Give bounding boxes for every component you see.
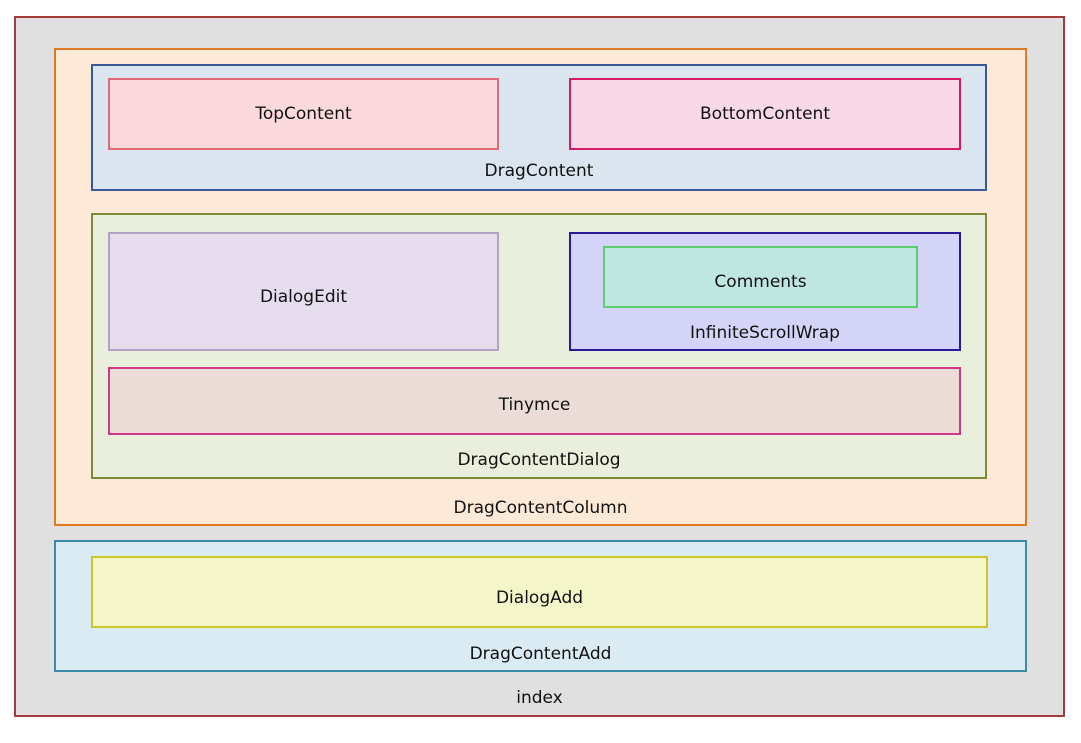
drag-content-column-label: DragContentColumn <box>453 498 628 518</box>
dialog-add-label: DialogAdd <box>495 588 584 608</box>
drag-content-label: DragContent <box>484 161 594 181</box>
dialog-edit-label: DialogEdit <box>259 287 348 307</box>
drag-content-dialog-label: DragContentDialog <box>457 450 621 470</box>
dialog-add-box: DialogAdd <box>91 556 988 628</box>
dialog-edit-box: DialogEdit <box>108 232 499 351</box>
top-content-box: TopContent <box>108 78 499 150</box>
bottom-content-box: BottomContent <box>569 78 961 150</box>
tinymce-label: Tinymce <box>498 395 571 415</box>
comments-box: Comments <box>603 246 918 308</box>
bottom-content-label: BottomContent <box>700 104 830 124</box>
top-content-label: TopContent <box>255 104 352 124</box>
index-label: index <box>516 688 563 708</box>
infinite-scroll-wrap-label: InfiniteScrollWrap <box>690 323 840 343</box>
tinymce-box: Tinymce <box>108 367 961 435</box>
drag-content-add-label: DragContentAdd <box>469 644 612 664</box>
comments-label: Comments <box>714 272 807 292</box>
